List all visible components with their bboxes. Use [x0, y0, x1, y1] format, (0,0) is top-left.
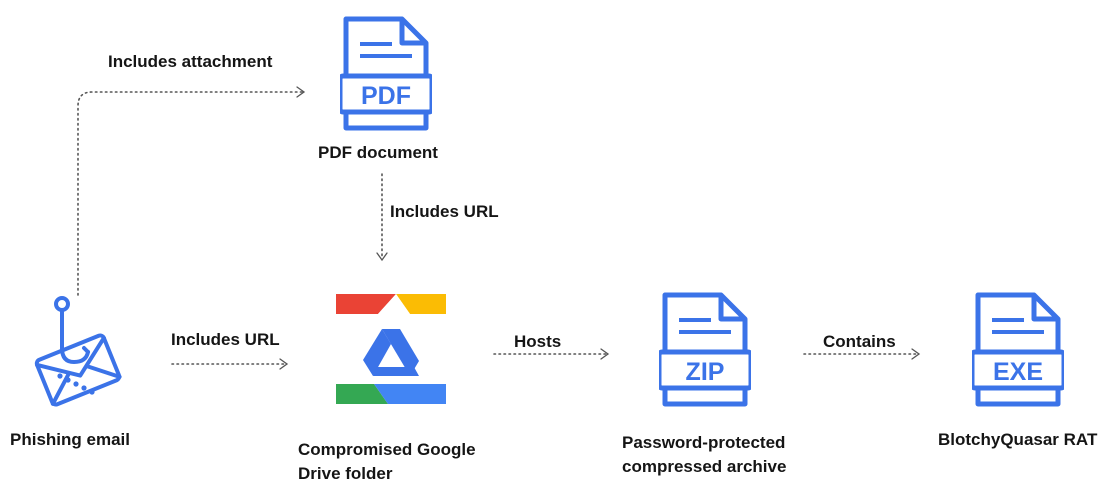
- node-label-pdf-document: PDF document: [318, 143, 438, 162]
- exe-file-icon: EXE: [969, 292, 1067, 413]
- node-label-phishing-email: Phishing email: [10, 430, 130, 449]
- google-drive-logo-icon: [336, 294, 446, 409]
- node-label-drive-folder: Compromised Google Drive folder: [298, 440, 476, 483]
- node-label-archive: Password-protected compressed archive: [622, 433, 787, 476]
- arrowhead-email-to-pdf: [296, 86, 306, 98]
- phishing-hook-envelope-icon: [30, 292, 126, 415]
- edge-label-email-includes-url: Includes URL: [171, 330, 280, 349]
- arrowhead-archive-to-rat: [911, 348, 921, 360]
- edge-label-includes-attachment: Includes attachment: [108, 52, 273, 71]
- edge-label-hosts: Hosts: [514, 332, 562, 351]
- pdf-file-icon: PDF: [337, 16, 435, 137]
- svg-text:EXE: EXE: [993, 358, 1043, 386]
- edge-label-pdf-includes-url: Includes URL: [390, 202, 499, 221]
- arrowhead-email-to-drive: [279, 358, 289, 370]
- node-label-rat: BlotchyQuasar RAT: [938, 430, 1098, 449]
- arrowhead-drive-to-archive: [600, 348, 610, 360]
- svg-text:ZIP: ZIP: [686, 358, 725, 386]
- arrowhead-pdf-to-drive: [376, 252, 388, 262]
- zip-file-icon: ZIP: [656, 292, 754, 413]
- edge-label-contains: Contains: [823, 332, 896, 351]
- edge-email-to-pdf: [77, 91, 304, 296]
- svg-text:PDF: PDF: [361, 82, 411, 110]
